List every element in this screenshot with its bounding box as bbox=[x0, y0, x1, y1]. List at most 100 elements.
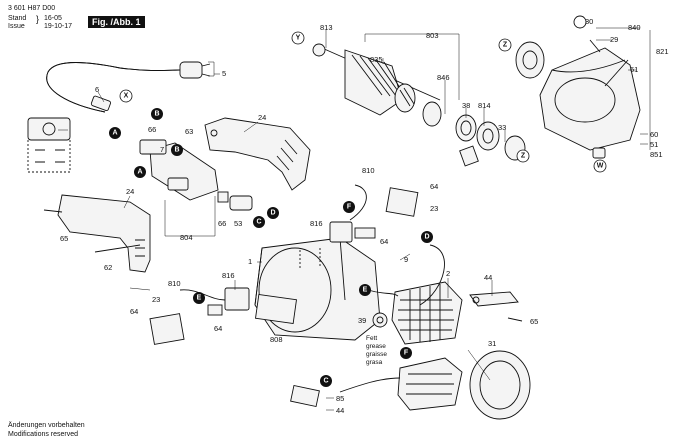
grease-label-line: grasa bbox=[366, 359, 383, 366]
marker-w-circle bbox=[593, 159, 607, 173]
lower-connector-drawing bbox=[290, 357, 463, 411]
reference-markers: X Y Z Z W bbox=[119, 31, 607, 173]
rear-handle-drawing bbox=[204, 117, 311, 191]
part-number: 85 bbox=[336, 394, 344, 403]
part-number: 840 bbox=[628, 23, 641, 32]
marker-b-circle bbox=[171, 144, 183, 156]
bearing-stack-drawing bbox=[422, 101, 526, 167]
part-number: 23 bbox=[430, 204, 438, 213]
marker-e: E bbox=[197, 295, 202, 302]
marker-a: A bbox=[112, 130, 117, 137]
marker-f-circle bbox=[343, 201, 355, 213]
part-number: 810 bbox=[362, 166, 375, 175]
marker-a-circle bbox=[109, 127, 121, 139]
part-number: 5 bbox=[222, 69, 226, 78]
marker-a-circle bbox=[134, 166, 146, 178]
marker-d: D bbox=[270, 210, 275, 217]
power-cord-drawing bbox=[46, 61, 211, 113]
issue-value: 19-10-17 bbox=[44, 23, 73, 30]
marker-e-circle bbox=[193, 292, 205, 304]
bracket-drawing bbox=[469, 291, 523, 322]
marker-f-circle bbox=[400, 347, 412, 359]
part-number: 23 bbox=[152, 295, 160, 304]
marker-x: X bbox=[124, 93, 129, 100]
stator-drawing bbox=[391, 281, 463, 345]
switch-carrier-drawing bbox=[139, 139, 219, 237]
part-number: 38 bbox=[462, 101, 470, 110]
marker-c-circle bbox=[253, 216, 265, 228]
marker-z-circle bbox=[516, 149, 530, 163]
grease-label-line: grease bbox=[366, 343, 386, 350]
part-number: 24 bbox=[126, 187, 134, 196]
brush-holder-top-drawing bbox=[329, 184, 419, 243]
capacitor-drawing bbox=[217, 191, 253, 211]
part-number: 835 bbox=[370, 55, 383, 64]
part-number: 65 bbox=[530, 317, 538, 326]
marker-w: W bbox=[597, 163, 604, 170]
marker-x-circle bbox=[119, 89, 133, 103]
part-number: 816 bbox=[310, 219, 323, 228]
part-number: 814 bbox=[478, 101, 491, 110]
issue-label: Issue bbox=[8, 23, 25, 30]
part-number: 64 bbox=[130, 307, 138, 316]
fan-ring-drawing bbox=[469, 350, 531, 420]
marker-c: C bbox=[256, 219, 261, 226]
figure-label: Fig. /Abb. 1 bbox=[88, 16, 145, 28]
switch-drawing bbox=[27, 117, 71, 173]
part-number: 804 bbox=[180, 233, 193, 242]
part-number: 29 bbox=[610, 35, 618, 44]
air-guide-drawing bbox=[255, 293, 297, 325]
field-cable-drawing bbox=[367, 244, 445, 306]
part-number: 813 bbox=[320, 23, 333, 32]
part-number: 803 bbox=[426, 31, 439, 40]
marker-z: Z bbox=[521, 153, 526, 160]
grease-point-drawing bbox=[372, 312, 388, 328]
part-number: 66 bbox=[218, 219, 226, 228]
part-number: 60 bbox=[650, 130, 658, 139]
part-number: 53 bbox=[234, 219, 242, 228]
bracket-glyph: } bbox=[36, 14, 40, 24]
marker-d: D bbox=[424, 234, 429, 241]
marker-d-circle bbox=[267, 207, 279, 219]
part-number: 6 bbox=[95, 85, 99, 94]
footer-line-2: Modifications reserved bbox=[8, 431, 79, 438]
gear-housing-drawing bbox=[515, 15, 641, 159]
link-markers: A A B B C C D D E E F F bbox=[109, 108, 433, 387]
grease-label-line: Fett bbox=[366, 335, 377, 342]
part-number: 821 bbox=[656, 47, 669, 56]
part-number: 64 bbox=[430, 182, 438, 191]
brush-holder-bottom-drawing bbox=[149, 287, 250, 345]
marker-f: F bbox=[347, 204, 352, 211]
marker-e: E bbox=[363, 287, 368, 294]
part-number: 9 bbox=[404, 255, 408, 264]
document-number: 3 601 H87 D00 bbox=[8, 5, 56, 12]
part-number: 2 bbox=[446, 269, 450, 278]
side-handle-drawing bbox=[43, 194, 151, 273]
part-number: 63 bbox=[185, 127, 193, 136]
marker-f: F bbox=[404, 350, 409, 357]
part-number: 65 bbox=[60, 234, 68, 243]
part-number: 64 bbox=[214, 324, 222, 333]
part-number: 64 bbox=[380, 237, 388, 246]
part-number: 62 bbox=[104, 263, 112, 272]
part-number: 66 bbox=[148, 125, 156, 134]
part-number: 30 bbox=[585, 17, 593, 26]
marker-d-circle bbox=[421, 231, 433, 243]
part-number: 1 bbox=[248, 257, 252, 266]
marker-e-circle bbox=[359, 284, 371, 296]
marker-b: B bbox=[174, 147, 179, 154]
leader-lines bbox=[58, 27, 651, 411]
part-number: 810 bbox=[168, 279, 181, 288]
marker-b-circle bbox=[151, 108, 163, 120]
part-number: 24 bbox=[258, 113, 266, 122]
part-number: 816 bbox=[222, 271, 235, 280]
marker-z-circle bbox=[498, 38, 512, 52]
part-number: 44 bbox=[484, 273, 492, 282]
part-number: 851 bbox=[650, 150, 663, 159]
marker-z: Z bbox=[503, 42, 508, 49]
marker-c: C bbox=[323, 378, 328, 385]
grease-label: Fett grease graisse grasa bbox=[366, 335, 387, 366]
footer-line-1: Änderungen vorbehalten bbox=[8, 422, 85, 429]
